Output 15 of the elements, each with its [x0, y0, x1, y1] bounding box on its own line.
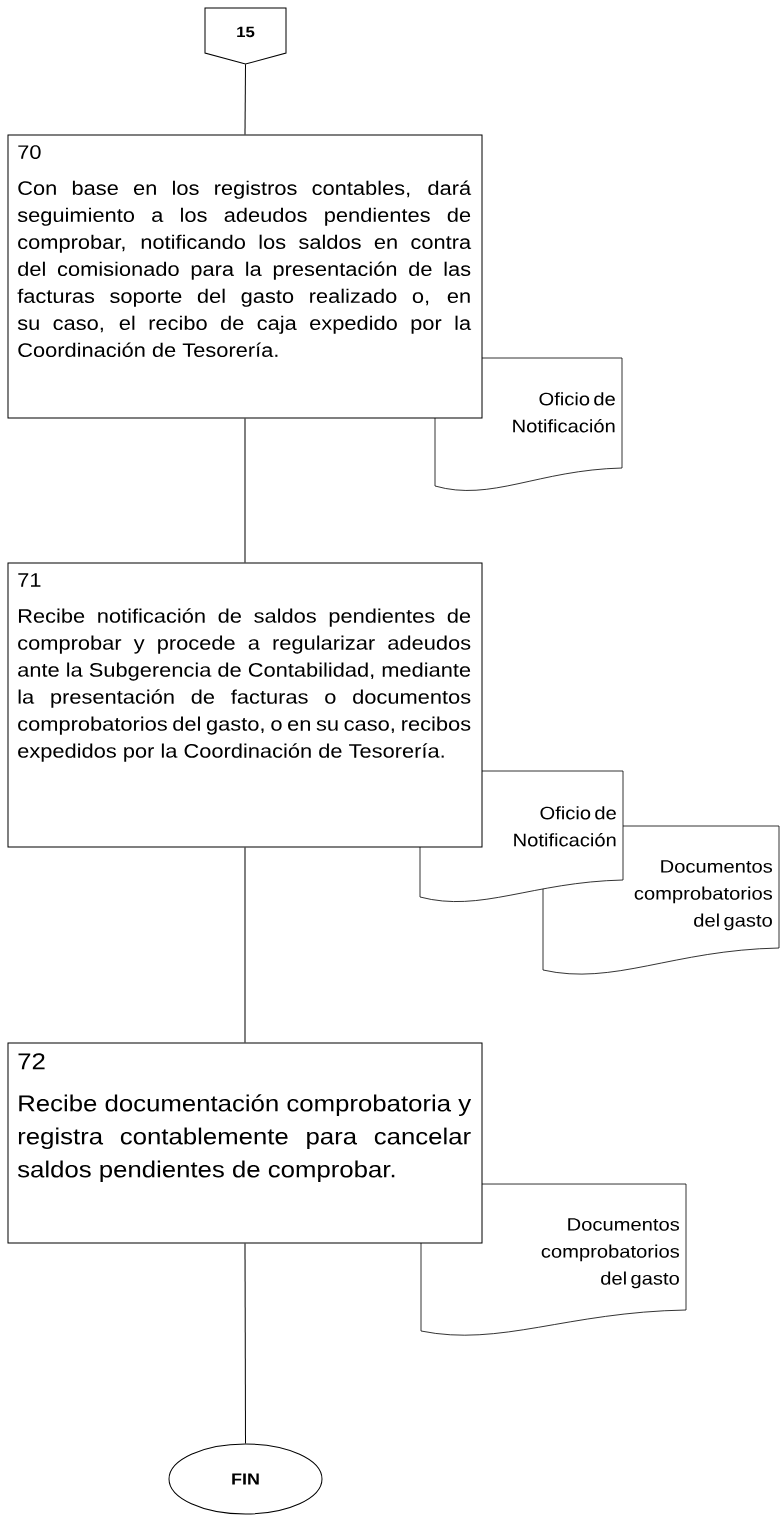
- process-box: [7, 134, 483, 419]
- connector-line: [244, 63, 246, 135]
- step-text: Con base en los registros contables, dará seguimiento a los adeudos pendientes de comprobar, notificando los saldos en contra del comisionado para la presentación de las facturas soporte del gasto realizado o, en su caso, el recibo de caja expedido por la Coordinación de Tesorería.: [17, 180, 472, 357]
- step-number: 70: [18, 145, 41, 159]
- step-number: 71: [18, 573, 41, 587]
- step-number: 72: [18, 1053, 45, 1070]
- step-text: Recibe notificación de saldos pendientes de comprobar y procede a regularizar adeudos ante la Subgerencia de Contabilidad, mediante la presentación de facturas o documentos comprobatorios del gasto, o en su caso, recibos expedidos por la Coordinación de Tesorería.: [18, 608, 471, 762]
- connector-line: [244, 418, 246, 563]
- connector-line: [244, 847, 246, 1043]
- process-box: [7, 562, 483, 848]
- off-page-connector: 15: [204, 7, 287, 65]
- process-box: [7, 1042, 483, 1244]
- step-text: Recibe documentación comprobatoria y registra contablemente para cancelar saldos pendientes de comprobar.: [17, 1094, 472, 1183]
- connector-line: [244, 1243, 246, 1444]
- terminal-oval: FIN: [168, 1443, 323, 1515]
